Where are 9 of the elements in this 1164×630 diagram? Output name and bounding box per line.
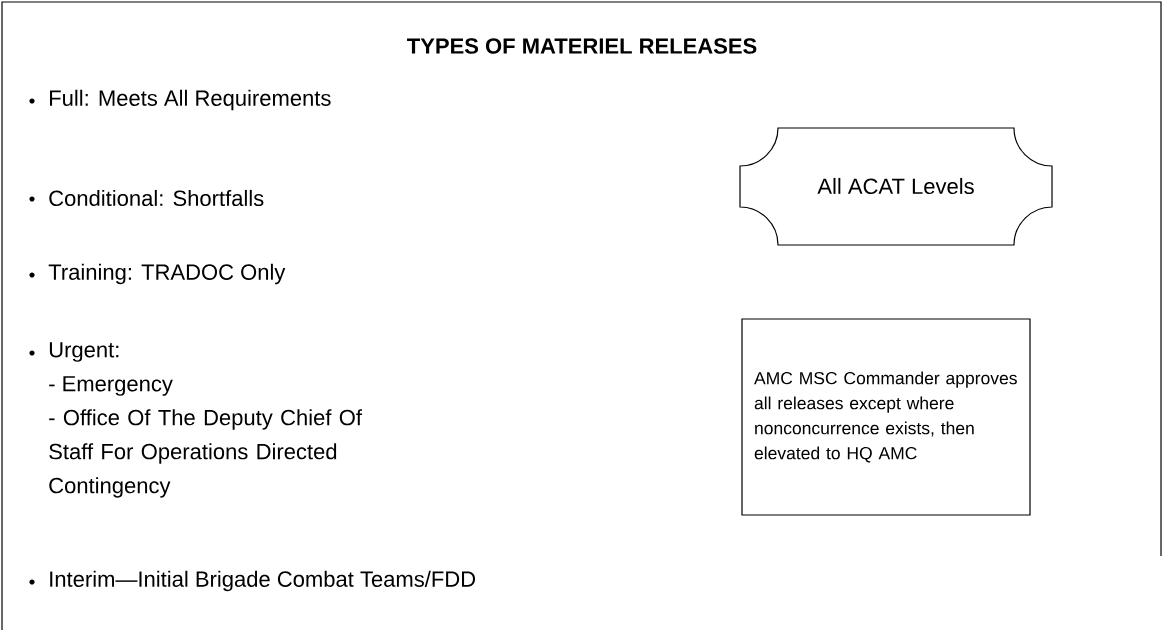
list-item: Conditional: Shortfalls	[49, 189, 264, 207]
list-item: Interim—Initial Brigade Combat Teams/FDD	[50, 570, 476, 592]
note-box: AMC MSC Commander approves all releases except where nonconcurrence exists, then elevated to HQ AMC	[741, 318, 1031, 516]
list-item: Full: Meets All Requirements	[50, 89, 331, 111]
list-item: - Office Of The Deputy Chief Of Staff For Operations Directed Contingency	[49, 409, 362, 498]
list-item: Urgent:	[49, 342, 119, 362]
list-item: - Emergency	[49, 376, 173, 396]
title: TYPES OF MATERIEL RELEASES	[407, 38, 757, 54]
list-item: Training: TRADOC Only	[48, 263, 286, 285]
